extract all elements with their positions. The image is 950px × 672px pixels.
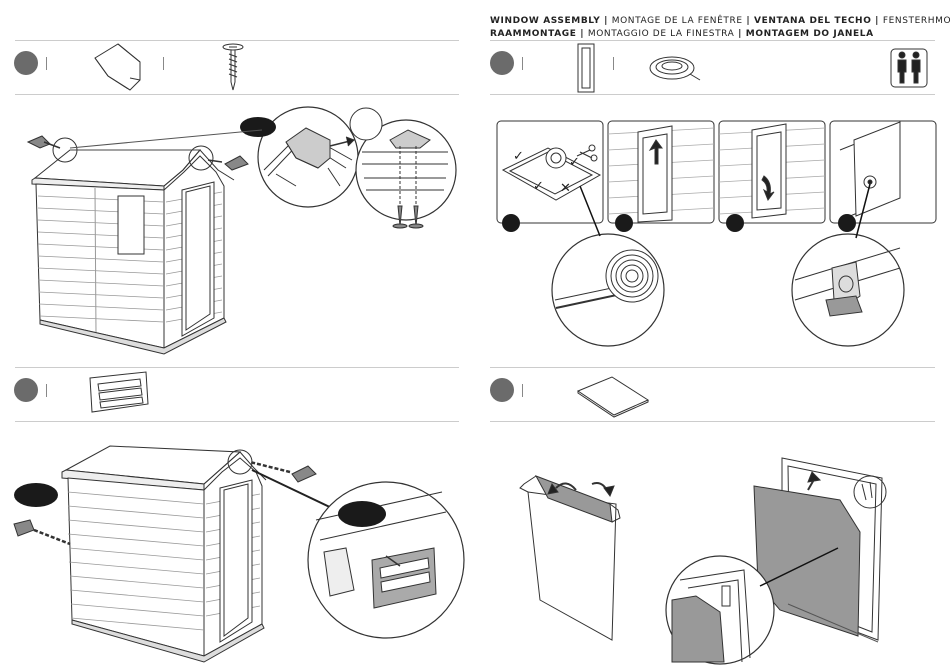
- vent-screw-zoom-detail: [350, 108, 456, 228]
- vent-cap-part-icon: [95, 44, 140, 90]
- cross-mark: ✕: [560, 181, 571, 196]
- window-step-panel-3: [719, 121, 825, 232]
- wall-vent-grille-part-icon: [90, 372, 148, 412]
- check-mark: ✓: [569, 155, 580, 170]
- seal-tape-roll-part-icon: [650, 57, 700, 80]
- window-step-panel-4: [830, 121, 936, 232]
- callout-blob: [338, 501, 386, 527]
- window-pane-peel-illustration: [520, 476, 620, 640]
- shed-wall-vent-illustration: [14, 446, 336, 662]
- check-mark: ✓: [533, 179, 544, 194]
- window-step-panel-1: ✓ ✓ ✓ ✕: [497, 121, 603, 232]
- callout-blob: [240, 117, 276, 137]
- window-step-panel-2: [608, 121, 714, 232]
- two-person-assembly-icon: [891, 49, 927, 87]
- screw-part-icon: [223, 44, 243, 90]
- wall-vent-zoom-detail: [308, 482, 464, 638]
- check-mark: ✓: [513, 149, 524, 164]
- callout-blob: [14, 483, 58, 507]
- shed-roof-vent-illustration: [28, 136, 248, 354]
- window-pane-sheet-part-icon: [578, 377, 648, 417]
- window-frame-part-icon: [578, 44, 594, 92]
